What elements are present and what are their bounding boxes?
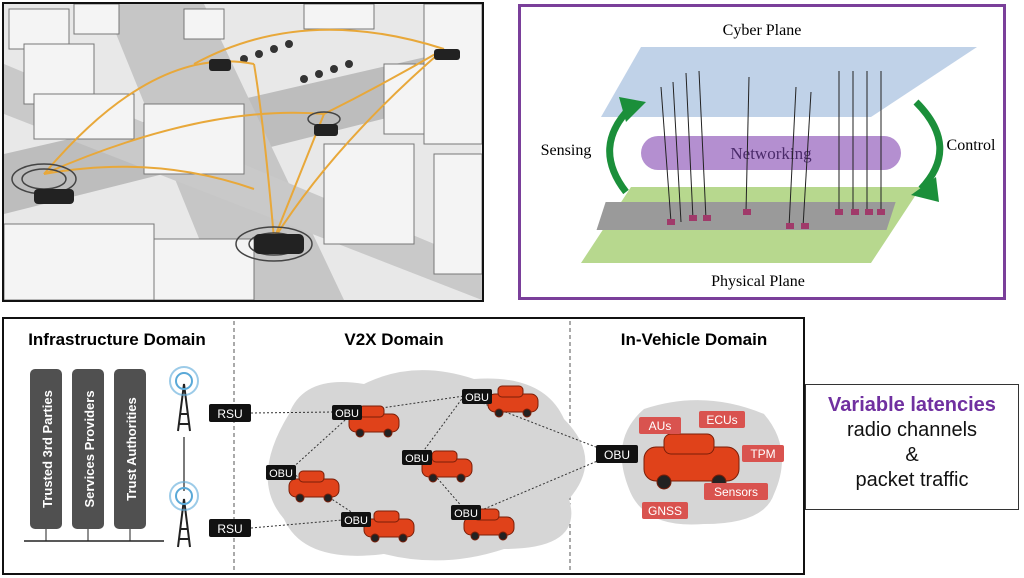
in-vehicle-domain-title: In-Vehicle Domain bbox=[621, 330, 767, 349]
city-v2x-illustration bbox=[2, 2, 484, 302]
cps-figure: Cyber Plane Networking Sensing bbox=[541, 22, 996, 290]
v2x-cars bbox=[288, 385, 539, 543]
vehicles bbox=[34, 49, 460, 254]
control-arrow bbox=[913, 99, 944, 192]
in-vehicle-car-icon bbox=[643, 433, 740, 490]
obu-label: OBU bbox=[344, 515, 368, 527]
plane-links bbox=[660, 70, 882, 228]
sensing-arrowhead bbox=[619, 97, 646, 122]
component-label: GNSS bbox=[648, 504, 682, 518]
rsu-towers bbox=[177, 383, 191, 548]
rsu-box bbox=[209, 519, 251, 537]
tower-signals bbox=[169, 366, 199, 511]
pillar-label: Trust Authorities bbox=[124, 397, 139, 501]
car-icon bbox=[421, 450, 473, 483]
latency-line: packet traffic bbox=[855, 469, 969, 491]
pillar-label: Services Providers bbox=[82, 390, 97, 507]
car-icon bbox=[288, 470, 340, 503]
control-arrowhead bbox=[911, 177, 939, 202]
networking-label: Networking bbox=[730, 144, 812, 163]
component-label: Sensors bbox=[714, 485, 758, 499]
cyber-physical-diagram: Cyber Plane Networking Sensing bbox=[518, 4, 1006, 300]
vehicle-components: AUs ECUs TPM Sensors GNSS bbox=[639, 411, 784, 519]
control-label: Control bbox=[947, 137, 996, 154]
obu-label: OBU bbox=[335, 408, 359, 420]
pillar-trusted-parties bbox=[30, 369, 62, 529]
latency-box: Variable latencies radio channels & pack… bbox=[805, 384, 1019, 510]
component-box bbox=[699, 411, 745, 428]
component-label: TPM bbox=[750, 447, 775, 461]
buildings bbox=[4, 4, 482, 300]
trees bbox=[240, 40, 353, 83]
architecture-figure: Infrastructure Domain V2X Domain In-Vehi… bbox=[24, 321, 784, 571]
networking-band bbox=[641, 136, 901, 170]
pillar-services-providers bbox=[72, 369, 104, 529]
latency-line: & bbox=[905, 444, 919, 466]
v2x-domain-title: V2X Domain bbox=[344, 330, 443, 349]
car-icon bbox=[463, 508, 515, 541]
rsu-box bbox=[209, 404, 251, 422]
cyber-plane-label: Cyber Plane bbox=[723, 22, 802, 39]
component-label: AUs bbox=[649, 419, 672, 433]
component-box bbox=[642, 502, 688, 519]
curved-arrows bbox=[606, 99, 944, 195]
obu-tags: OBU OBU OBU OBU OBU OBU bbox=[266, 389, 492, 527]
obu-label: OBU bbox=[604, 448, 630, 462]
rsu-label: RSU bbox=[217, 522, 242, 536]
sensing-arrow bbox=[606, 104, 634, 195]
component-box bbox=[704, 483, 768, 500]
physical-nodes bbox=[667, 209, 885, 229]
physical-plane-label: Physical Plane bbox=[711, 273, 805, 290]
infrastructure-domain-title: Infrastructure Domain bbox=[28, 330, 206, 349]
city-scene bbox=[4, 4, 482, 300]
component-box bbox=[639, 417, 681, 434]
antenna-tower-icon bbox=[177, 498, 191, 548]
rsu-label: RSU bbox=[217, 407, 242, 421]
latency-line: radio channels bbox=[846, 419, 978, 441]
sensing-label: Sensing bbox=[541, 142, 592, 159]
antenna-tower-icon bbox=[177, 383, 191, 432]
infrastructure-pillars: Trusted 3rd Parties Services Providers T… bbox=[24, 369, 164, 542]
cyber-plane bbox=[601, 47, 977, 117]
car-icon bbox=[487, 385, 539, 418]
latency-title: Variable latencies bbox=[828, 394, 996, 416]
obu-label: OBU bbox=[454, 508, 478, 520]
component-label: ECUs bbox=[706, 413, 737, 427]
architecture-diagram: Infrastructure Domain V2X Domain In-Vehi… bbox=[2, 317, 805, 575]
pillar-trust-authorities bbox=[114, 369, 146, 529]
obu-box bbox=[596, 445, 638, 463]
wireless-links bbox=[43, 28, 445, 240]
obu-label: OBU bbox=[405, 453, 429, 465]
car-icon bbox=[363, 510, 415, 543]
obu-label: OBU bbox=[465, 392, 489, 404]
obu-label: OBU bbox=[269, 468, 293, 480]
pillar-label: Trusted 3rd Parties bbox=[40, 390, 55, 508]
component-box bbox=[742, 445, 784, 462]
